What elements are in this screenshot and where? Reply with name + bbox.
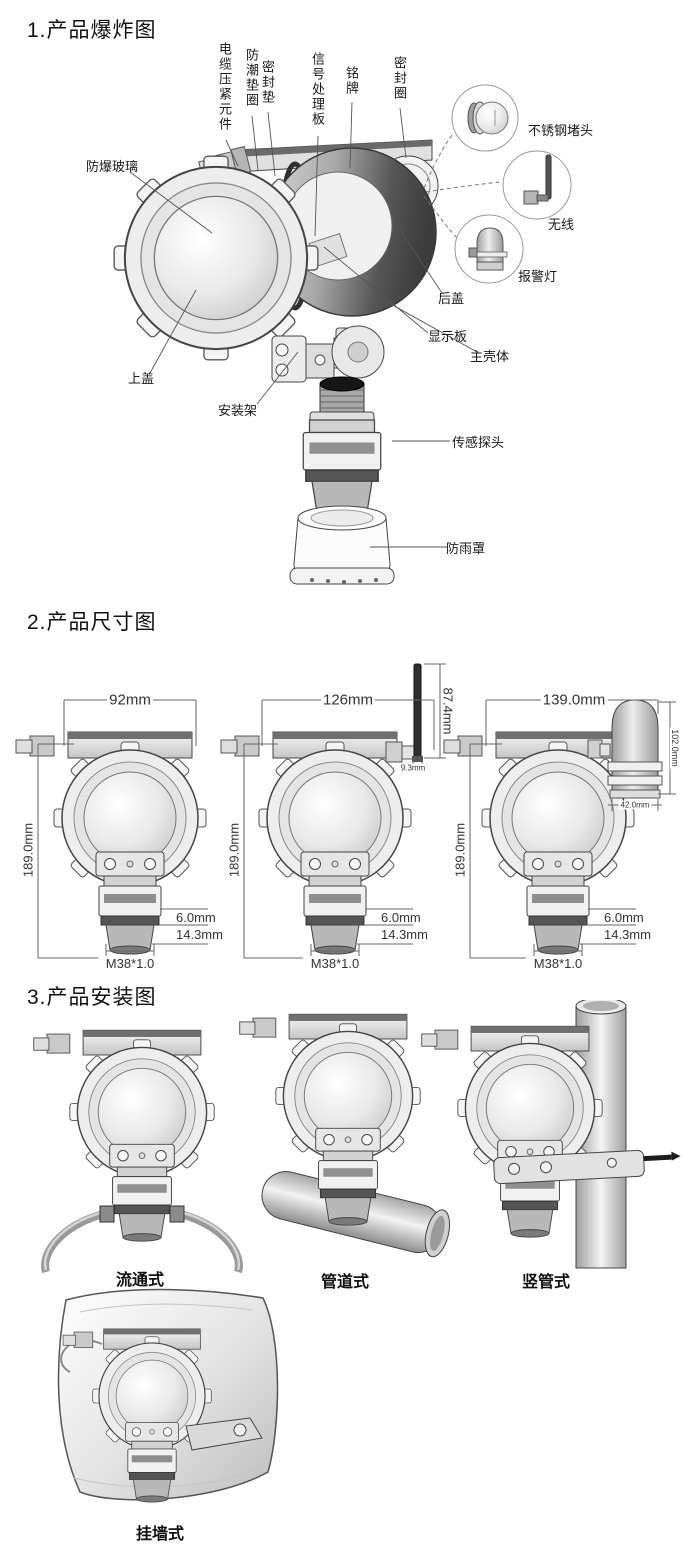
- sensor-probe-exploded: [302, 376, 382, 519]
- label-stainless-steel-plug: 不锈钢堵头: [528, 123, 594, 138]
- label-install-flow-through: 流通式: [115, 1272, 165, 1289]
- label-explosion-proof-glass: 防爆玻璃: [86, 159, 139, 174]
- accessory-stainless-plug: [451, 84, 519, 152]
- dim-height-1: 189.0mm: [20, 820, 36, 880]
- dim-antenna-height: 87.4mm: [440, 685, 456, 737]
- dim-height-3: 189.0mm: [452, 820, 468, 880]
- install-vertical-pipe: [422, 1000, 681, 1269]
- section-title-dimensions: 2.产品尺寸图: [27, 611, 157, 634]
- dim-height-2: 189.0mm: [226, 820, 242, 880]
- label-mounting-bracket: 安装架: [218, 403, 258, 418]
- label-nameplate: 铭牌: [344, 66, 359, 96]
- top-cover-ring: [113, 155, 319, 361]
- dim-figure-wireless: [221, 663, 446, 959]
- label-main-housing: 主壳体: [470, 349, 510, 364]
- label-wireless: 无线: [548, 217, 575, 232]
- accessory-alarm-light: [454, 214, 524, 284]
- dim-thread-1: M38*1.0: [105, 956, 155, 971]
- dim-width-1: 92mm: [107, 691, 153, 709]
- dim-width-2: 126mm: [320, 691, 376, 709]
- accessory-wireless-antenna: [502, 150, 572, 220]
- section-title-installation: 3.产品安装图: [27, 986, 157, 1009]
- label-signal-board: 信号处理板: [310, 52, 325, 127]
- label-top-cover: 上盖: [128, 371, 155, 386]
- dim-mesh-3: 14.3mm: [604, 927, 651, 942]
- label-seal-ring: 密封圈: [392, 56, 407, 101]
- label-alarm-light: 报警灯: [518, 269, 558, 284]
- label-moisture-washer: 防潮垫圈: [244, 48, 259, 108]
- dim-ring-3: 6.0mm: [604, 910, 644, 925]
- dim-thread-3: M38*1.0: [533, 956, 583, 971]
- dim-mesh-1: 14.3mm: [176, 927, 223, 942]
- dim-width-3: 139.0mm: [540, 691, 608, 709]
- dim-beacon-height: 102.0mm: [670, 727, 680, 769]
- dim-mesh-2: 14.3mm: [381, 927, 428, 942]
- accessory-leaders: [423, 133, 502, 239]
- section-title-exploded: 1.产品爆炸图: [27, 19, 157, 42]
- antenna: [385, 663, 423, 763]
- label-install-pipeline: 管道式: [320, 1274, 370, 1291]
- install-pipeline: [240, 1014, 451, 1258]
- dimensions-drawing: [0, 663, 676, 959]
- beacon: [587, 699, 663, 799]
- rain-cover: [289, 505, 395, 585]
- install-flow-through: [34, 1030, 243, 1274]
- dim-beacon-width: 42.0mm: [618, 800, 652, 810]
- label-rain-cover: 防雨罩: [446, 541, 486, 556]
- label-install-vertical-pipe: 竖管式: [521, 1274, 571, 1291]
- label-cable-gland: 电缆压紧元件: [217, 42, 232, 132]
- dim-antenna-width: 9.3mm: [398, 763, 428, 773]
- label-sensor-probe: 传感探头: [452, 435, 505, 450]
- installation-drawing: [0, 1000, 681, 1559]
- label-display-board: 显示板: [428, 329, 468, 344]
- dim-ring-2: 6.0mm: [381, 910, 421, 925]
- dim-ring-1: 6.0mm: [176, 910, 216, 925]
- exploded-drawing: [113, 84, 572, 585]
- leader-lines: [129, 101, 478, 548]
- label-back-cover: 后盖: [438, 291, 465, 306]
- dim-thread-2: M38*1.0: [310, 956, 360, 971]
- label-seal-gasket: 密封垫: [260, 60, 275, 105]
- label-install-wall-mounted: 挂墙式: [135, 1526, 185, 1543]
- mounting-bracket: [271, 325, 385, 383]
- exploded-main-body: [113, 139, 439, 585]
- install-wall-mounted: [57, 1288, 279, 1503]
